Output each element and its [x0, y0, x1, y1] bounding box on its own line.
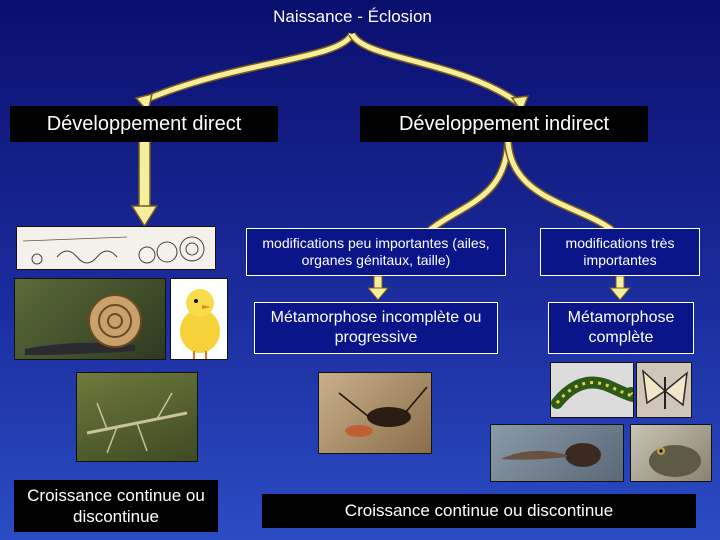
- cricket-photo: [318, 372, 432, 454]
- chick-photo: [170, 278, 228, 360]
- sketch-drawing: [22, 236, 205, 265]
- direct-bottom-box: Croissance continue ou discontinue: [14, 480, 218, 532]
- caterpillar-photo: [550, 362, 634, 418]
- snail-sketch-image: [16, 226, 216, 270]
- indirect-bottom-box: Croissance continue ou discontinue: [262, 494, 696, 528]
- major-down-arrow: [608, 275, 632, 301]
- indirect-title-box: Développement indirect: [360, 106, 648, 142]
- arrow-head-right-top: [510, 95, 530, 114]
- major-modifications-box: modifications très importantes: [540, 228, 700, 276]
- complete-metamorphosis-box: Métamorphose complète: [548, 302, 694, 354]
- incomplete-metamorphosis-box: Métamorphose incomplète ou progressive: [254, 302, 498, 354]
- snail-photo: [14, 278, 166, 360]
- stick-insect-photo: [76, 372, 198, 462]
- indirect-bottom-text: Croissance continue ou discontinue: [344, 501, 614, 520]
- direct-title: Développement direct: [46, 112, 242, 135]
- minor-down-arrow: [366, 275, 390, 301]
- major-modifications-text: modifications très importantes: [565, 234, 675, 269]
- complete-metamorphosis-text: Métamorphose complète: [567, 309, 675, 346]
- direct-down-arrow: [130, 139, 159, 228]
- split-arrow-indirect: [427, 141, 615, 234]
- butterfly-photo: [636, 362, 692, 418]
- minor-modifications-box: modifications peu importantes (ailes, or…: [246, 228, 506, 276]
- top-title: Naissance - Éclosion: [273, 7, 432, 26]
- direct-bottom-text: Croissance continue ou discontinue: [27, 485, 205, 526]
- minor-modifications-text: modifications peu importantes (ailes, or…: [262, 234, 490, 269]
- direct-title-box: Développement direct: [10, 106, 278, 142]
- tadpole-photo: [490, 424, 624, 482]
- incomplete-metamorphosis-text: Métamorphose incomplète ou progressive: [270, 309, 482, 346]
- toad-photo: [630, 424, 712, 482]
- indirect-title: Développement indirect: [398, 112, 610, 135]
- split-arrow-top: [143, 31, 523, 108]
